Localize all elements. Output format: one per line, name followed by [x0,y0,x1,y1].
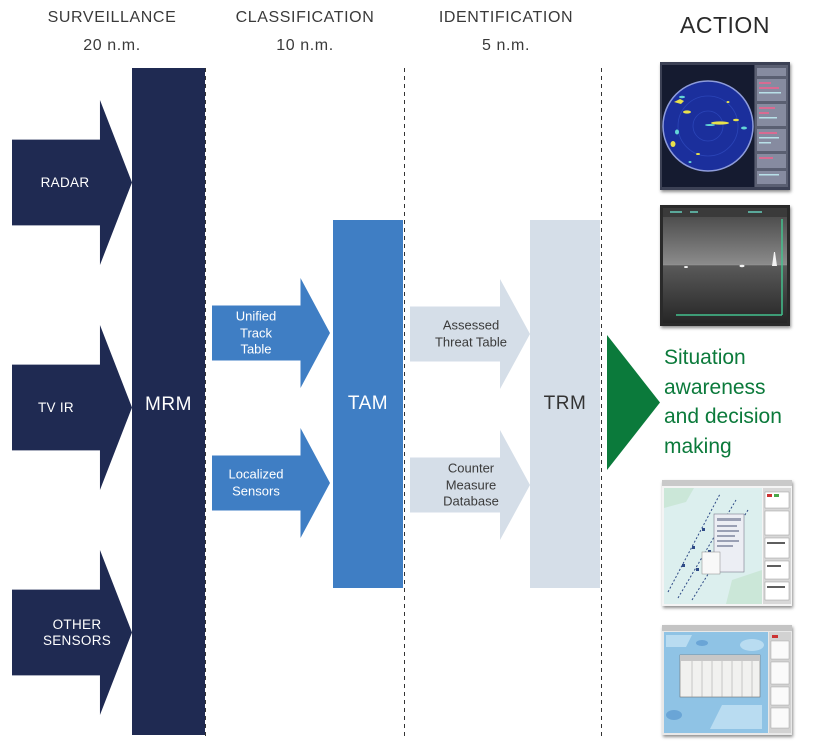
camera-sea [663,265,787,323]
flow-arrow-unified-track-table: Unified Track Table [212,278,330,388]
radar-echoes [675,95,747,163]
radar-display-thumbnail [660,62,790,190]
column-title-classification: CLASSIFICATION [235,9,375,26]
outcome-text: Situation awareness and decision making [664,346,782,458]
tv-ir-camera-thumbnail [660,205,790,326]
module-label-tam: TAM [347,393,389,414]
flow-arrow-assessed-threat-table: Assessed Threat Table [410,279,530,389]
data-table-overlay [679,654,761,698]
column-range-identification: 5 n.m. [481,37,531,54]
flow-label-counter-measure-database: Counter Measure Database [443,460,499,509]
sensor-label-tv-ir: TV IR [37,399,74,415]
vessel-contacts [684,252,777,268]
sensor-arrow-radar: RADAR [12,100,132,265]
sensor-arrow-tv-ir: TV IR [12,325,132,490]
radar-scope [662,80,754,172]
sensor-label-radar: RADAR [40,174,90,190]
column-header-action: ACTION [645,8,805,42]
nautical-chart-thumbnail [662,480,792,606]
module-label-mrm: MRM [145,393,192,415]
column-title-surveillance: SURVEILLANCE [47,9,177,26]
column-title-identification: IDENTIFICATION [438,9,574,26]
radar-echoes [670,99,739,155]
flow-arrow-counter-measure-database: Counter Measure Database [410,430,530,540]
column-header-identification: IDENTIFICATION 5 n.m. [426,4,586,60]
column-range-surveillance: 20 n.m. [83,37,141,54]
camera-sky [663,217,787,265]
module-trm: TRM [530,220,600,588]
sensor-label-other-sensors: OTHER SENSORS [42,616,112,648]
column-header-surveillance: SURVEILLANCE 20 n.m. [32,4,192,60]
sea-map-table-thumbnail [662,625,792,735]
action-pointer-triangle [607,335,660,470]
module-tam: TAM [333,220,403,588]
flow-label-unified-track-table: Unified Track Table [235,308,277,357]
flow-label-localized-sensors: Localized Sensors [228,466,284,499]
flow-label-assessed-threat-table: Assessed Threat Table [434,317,508,350]
column-title-action: ACTION [680,12,770,38]
flow-arrow-localized-sensors: Localized Sensors [212,428,330,538]
column-range-classification: 10 n.m. [276,37,334,54]
sensor-arrow-other-sensors: OTHER SENSORS [12,550,132,715]
module-mrm: MRM [132,68,205,735]
column-header-classification: CLASSIFICATION 10 n.m. [225,4,385,60]
module-label-trm: TRM [543,393,587,414]
